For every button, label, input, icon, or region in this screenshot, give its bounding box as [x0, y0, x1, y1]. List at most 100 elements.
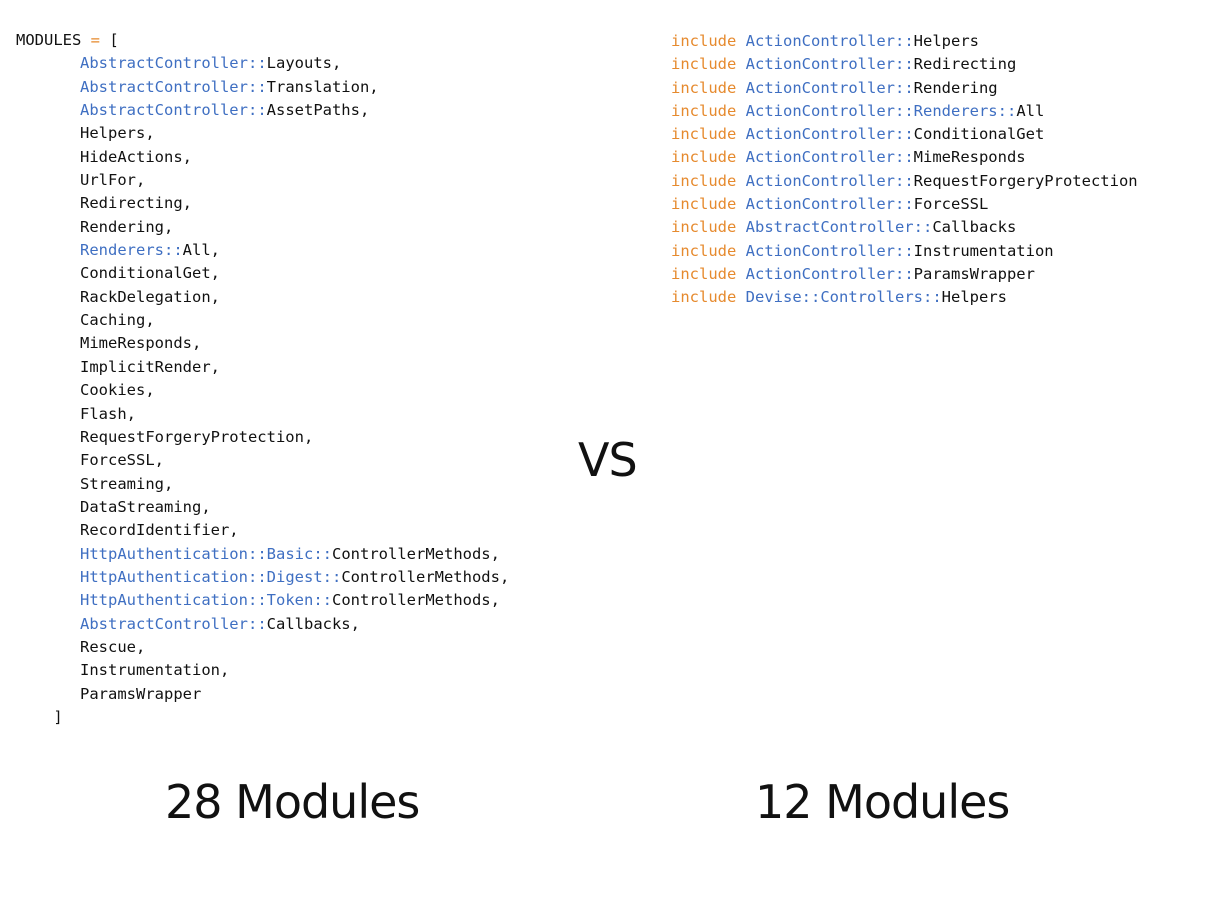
include-line: include ActionController::Renderers::All	[671, 100, 1138, 123]
identifier-token: MimeResponds	[913, 148, 1026, 167]
identifier-token: Streaming,	[80, 474, 174, 493]
identifier-token: Layouts,	[266, 54, 342, 73]
include-keyword: include	[671, 218, 737, 237]
identifier-token: Instrumentation,	[80, 661, 230, 680]
modules-array-code: MODULES = [AbstractController::Layouts,A…	[16, 29, 509, 729]
namespace-token: AbstractController	[745, 218, 914, 237]
include-keyword: include	[671, 195, 737, 214]
namespace-token: HttpAuthentication	[80, 544, 248, 563]
namespace-token: AbstractController	[80, 77, 248, 96]
identifier-token: Translation,	[266, 77, 379, 96]
namespace-token: HttpAuthentication	[80, 567, 248, 586]
namespace-token: ActionController	[745, 78, 895, 97]
namespace-token: Token	[266, 591, 314, 610]
code-line: RequestForgeryProtection,	[16, 426, 509, 449]
include-line: include ActionController::ParamsWrapper	[671, 263, 1138, 286]
code-line: HttpAuthentication::Token::ControllerMet…	[16, 589, 509, 612]
vs-label: VS	[578, 433, 638, 487]
namespace-token: ActionController	[745, 55, 895, 74]
operator-token: =	[90, 31, 100, 49]
identifier-token: Flash,	[80, 404, 136, 423]
scope-separator: ::	[923, 288, 942, 307]
scope-separator: ::	[894, 101, 914, 120]
include-keyword: include	[671, 148, 737, 167]
identifier-token: All	[1016, 101, 1045, 120]
identifier-token: All,	[182, 241, 220, 260]
code-line: HttpAuthentication::Digest::ControllerMe…	[16, 566, 509, 589]
include-line: include ActionController::ConditionalGet	[671, 123, 1138, 146]
code-line: MimeResponds,	[16, 332, 509, 355]
code-line: Rescue,	[16, 636, 509, 659]
identifier-token: Callbacks,	[266, 614, 360, 633]
identifier-token: ForceSSL	[913, 195, 989, 214]
code-line: Caching,	[16, 309, 509, 332]
namespace-token: Controllers	[820, 288, 923, 307]
code-line: Cookies,	[16, 379, 509, 402]
include-line: include ActionController::MimeResponds	[671, 146, 1138, 169]
identifier-token: ControllerMethods,	[332, 591, 500, 610]
include-keyword: include	[671, 125, 737, 144]
code-line: RecordIdentifier,	[16, 519, 509, 542]
identifier-token: ForceSSL,	[80, 451, 164, 470]
identifier-token: ParamsWrapper	[913, 264, 1035, 283]
code-line: ForceSSL,	[16, 449, 509, 472]
code-line: Redirecting,	[16, 192, 509, 215]
include-keyword: include	[671, 32, 737, 50]
identifier-token: MimeResponds,	[80, 334, 202, 353]
scope-separator: ::	[894, 241, 914, 260]
left-module-count: 28 Modules	[165, 775, 420, 829]
identifier-token: Cookies,	[80, 381, 155, 400]
include-keyword: include	[671, 241, 737, 260]
identifier-token: ImplicitRender,	[80, 357, 220, 376]
scope-separator: ::	[913, 218, 933, 237]
identifier-token: ParamsWrapper	[80, 684, 202, 703]
scope-separator: ::	[247, 101, 267, 120]
identifier-token: Redirecting,	[80, 194, 192, 213]
identifier-token: Helpers,	[80, 124, 155, 143]
namespace-token: AbstractController	[80, 101, 248, 120]
identifier-token: RackDelegation,	[80, 287, 220, 306]
namespace-token: Devise	[745, 288, 802, 307]
code-line: AbstractController::Translation,	[16, 76, 509, 99]
scope-separator: ::	[894, 171, 914, 190]
scope-separator: ::	[894, 125, 914, 144]
code-line: RackDelegation,	[16, 286, 509, 309]
identifier-token: Caching,	[80, 311, 155, 330]
identifier-token: RecordIdentifier,	[80, 521, 239, 540]
namespace-token: ActionController	[745, 171, 895, 190]
include-keyword: include	[671, 288, 737, 307]
identifier-token: Helpers	[913, 32, 979, 50]
identifier-token: UrlFor,	[80, 171, 146, 190]
identifier-token: Callbacks	[932, 218, 1017, 237]
scope-separator: ::	[894, 32, 914, 50]
code-line: Instrumentation,	[16, 659, 509, 682]
identifier-token: [	[100, 31, 119, 49]
identifier-token: Rescue,	[80, 637, 146, 656]
code-line: ConditionalGet,	[16, 262, 509, 285]
include-keyword: include	[671, 78, 737, 97]
scope-separator: ::	[247, 77, 267, 96]
include-keyword: include	[671, 171, 737, 190]
include-keyword: include	[671, 101, 737, 120]
identifier-token: DataStreaming,	[80, 497, 211, 516]
scope-separator: ::	[247, 591, 267, 610]
identifier-token: Rendering,	[80, 217, 174, 236]
namespace-token: ActionController	[745, 148, 895, 167]
namespace-token: ActionController	[745, 241, 895, 260]
identifier-token: ConditionalGet,	[80, 264, 220, 283]
include-line: include ActionController::Instrumentatio…	[671, 240, 1138, 263]
identifier-token: Redirecting	[913, 55, 1017, 74]
scope-separator: ::	[313, 544, 332, 563]
namespace-token: ActionController	[745, 101, 895, 120]
code-line: Rendering,	[16, 216, 509, 239]
scope-separator: ::	[894, 78, 914, 97]
include-line: include Devise::Controllers::Helpers	[671, 286, 1138, 309]
scope-separator: ::	[247, 614, 267, 633]
namespace-token: AbstractController	[80, 614, 248, 633]
include-line: include ActionController::RequestForgery…	[671, 170, 1138, 193]
include-keyword: include	[671, 264, 737, 283]
identifier-token: Helpers	[941, 288, 1007, 307]
namespace-token: Basic	[266, 544, 314, 563]
namespace-token: Renderers	[80, 241, 164, 260]
code-line: Helpers,	[16, 122, 509, 145]
